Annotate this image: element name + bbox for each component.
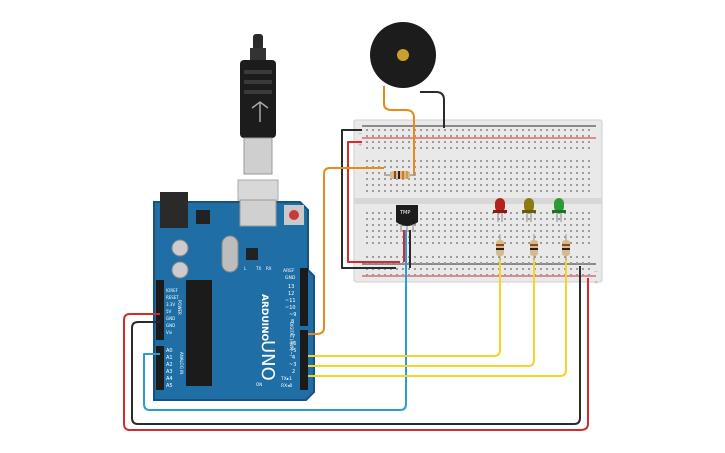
d7-label: 7 (292, 334, 295, 340)
analog-in-label: ANALOG IN (179, 352, 184, 374)
wire-resistor-orange (308, 167, 384, 335)
sensor-label: TMP (399, 210, 410, 216)
wire-gnd-rail (341, 129, 396, 269)
resistor-icon (384, 171, 416, 179)
wire-led3-yellow (308, 258, 567, 377)
bb-minus-bottom: − (594, 269, 598, 275)
gnd2-label: GND (166, 323, 175, 328)
d4-label: 4 (292, 355, 295, 361)
tx-label: TX (255, 266, 261, 271)
d9-label: ~9 (289, 312, 296, 318)
ioref-label: IOREF (166, 288, 179, 293)
bb-plus-bottom: + (594, 280, 598, 286)
wire-gnd-black (131, 266, 581, 425)
led-green (552, 198, 566, 222)
rx-label: RX (266, 266, 272, 271)
a4-label: A4 (166, 376, 173, 382)
v33-label: 3.3V (166, 302, 175, 307)
a3-label: A3 (166, 369, 173, 375)
on-label: ON (256, 382, 262, 387)
d12-label: 12 (288, 291, 294, 297)
reset-label: RESET (166, 295, 179, 300)
gnd1-label: GND (166, 316, 175, 321)
d6-label: ~6 (289, 341, 296, 347)
arduino-brand: ARDUINO (259, 294, 269, 342)
led-red (493, 198, 507, 222)
a2-label: A2 (166, 362, 173, 368)
piezo-buzzer-icon (370, 22, 436, 88)
resistor-icon (530, 234, 538, 260)
bb-minus-top: − (358, 131, 362, 137)
l-label: L (244, 266, 247, 271)
led-yellow (522, 198, 536, 222)
digital-label: DIGITAL (PWM ~) (289, 322, 294, 357)
wires (123, 86, 589, 431)
wire-5v-red (123, 278, 589, 431)
wire-buzzer-orange (383, 86, 415, 176)
arduino-model: UNO (257, 340, 278, 381)
resistor-icon (562, 234, 570, 260)
wire-5v-rail (347, 141, 400, 263)
a0-label: A0 (166, 348, 173, 354)
d5-label: ~5 (289, 348, 296, 354)
gnd-top-label: GND (285, 275, 296, 281)
power-jack (160, 192, 188, 228)
wire-buzzer-black (420, 91, 445, 128)
usb-port (239, 199, 277, 227)
a1-label: A1 (166, 355, 173, 361)
d2-label: 2 (292, 369, 295, 375)
a5-label: A5 (166, 383, 173, 389)
d11-label: ~11 (285, 298, 296, 304)
aref-label: AREF (283, 268, 295, 274)
arduino-uno-board: ARDUINO UNO TX RX L ON IOREF RESET 3.3V … (153, 192, 315, 401)
wire-led2-yellow (308, 258, 535, 367)
d10-label: ~10 (285, 305, 296, 311)
v5-label: 5V (166, 309, 172, 314)
bb-plus-top: + (358, 142, 362, 148)
d13-label: 13 (288, 284, 294, 290)
power-label: POWER (177, 300, 182, 315)
temperature-sensor-icon: TMP (396, 205, 418, 232)
breadboard: − + − + (353, 119, 603, 286)
wire-sensor-blue (143, 230, 407, 411)
d0-label: RX◂0 (281, 383, 292, 389)
led-resistors (496, 234, 570, 260)
wire-led1-yellow (308, 258, 501, 357)
d1-label: TX▸1 (280, 376, 292, 382)
d3-label: ~3 (289, 362, 296, 368)
resistor-icon (496, 234, 504, 260)
d8-label: 8 (291, 319, 294, 325)
reset-button-cap (289, 210, 299, 220)
microcontroller-chip (186, 280, 212, 386)
usb-cable-icon (237, 34, 279, 221)
vin-label: Vin (166, 330, 173, 335)
